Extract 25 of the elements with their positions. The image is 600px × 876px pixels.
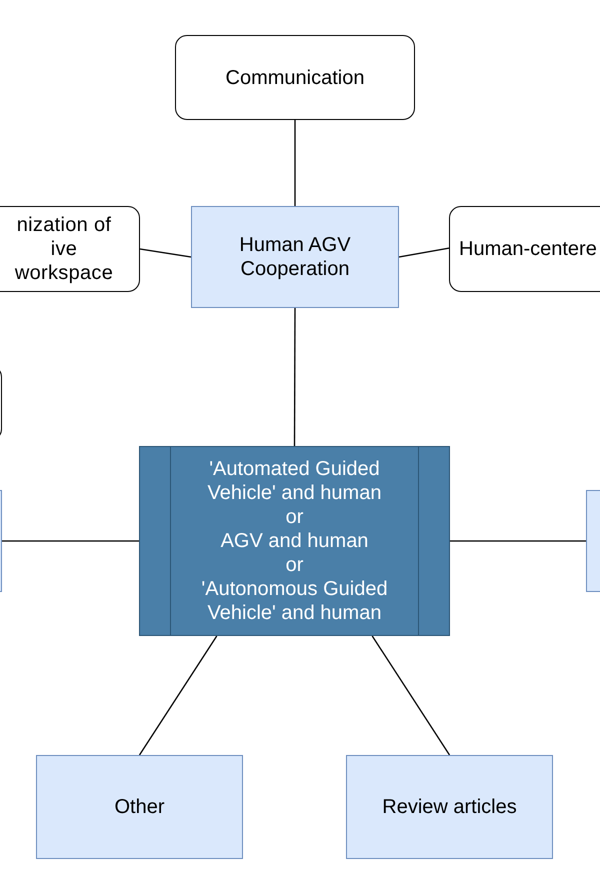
process-box: [191, 206, 399, 308]
node-text: nization of ive workspace: [14, 213, 114, 285]
node-text: Communication: [224, 66, 366, 90]
node-text: Human-centere: [459, 237, 597, 261]
rounded-box: [175, 35, 415, 120]
connector-line: [140, 248, 192, 258]
subprocess-box: [139, 446, 450, 636]
connector-line: [2, 540, 139, 542]
node-text: Other: [113, 795, 166, 819]
rounded-box: [0, 206, 140, 292]
connector-line: [294, 120, 296, 206]
connector-line: [138, 636, 218, 756]
connector-line: [450, 540, 586, 542]
node-text: 'Autonomous Guided Vehicle' and human: [200, 577, 389, 625]
node-text: or: [284, 553, 304, 577]
node-text: AGV and human: [220, 529, 370, 553]
connector-line: [398, 248, 450, 258]
node-text: Human AGV Cooperation: [238, 233, 352, 281]
node-text: or: [284, 505, 304, 529]
node-text: Review articles: [381, 795, 518, 819]
process-box: [346, 755, 553, 859]
rounded-box: [449, 206, 600, 292]
connector-line: [372, 636, 450, 756]
process-box: [36, 755, 243, 859]
connector-line: [294, 308, 296, 446]
